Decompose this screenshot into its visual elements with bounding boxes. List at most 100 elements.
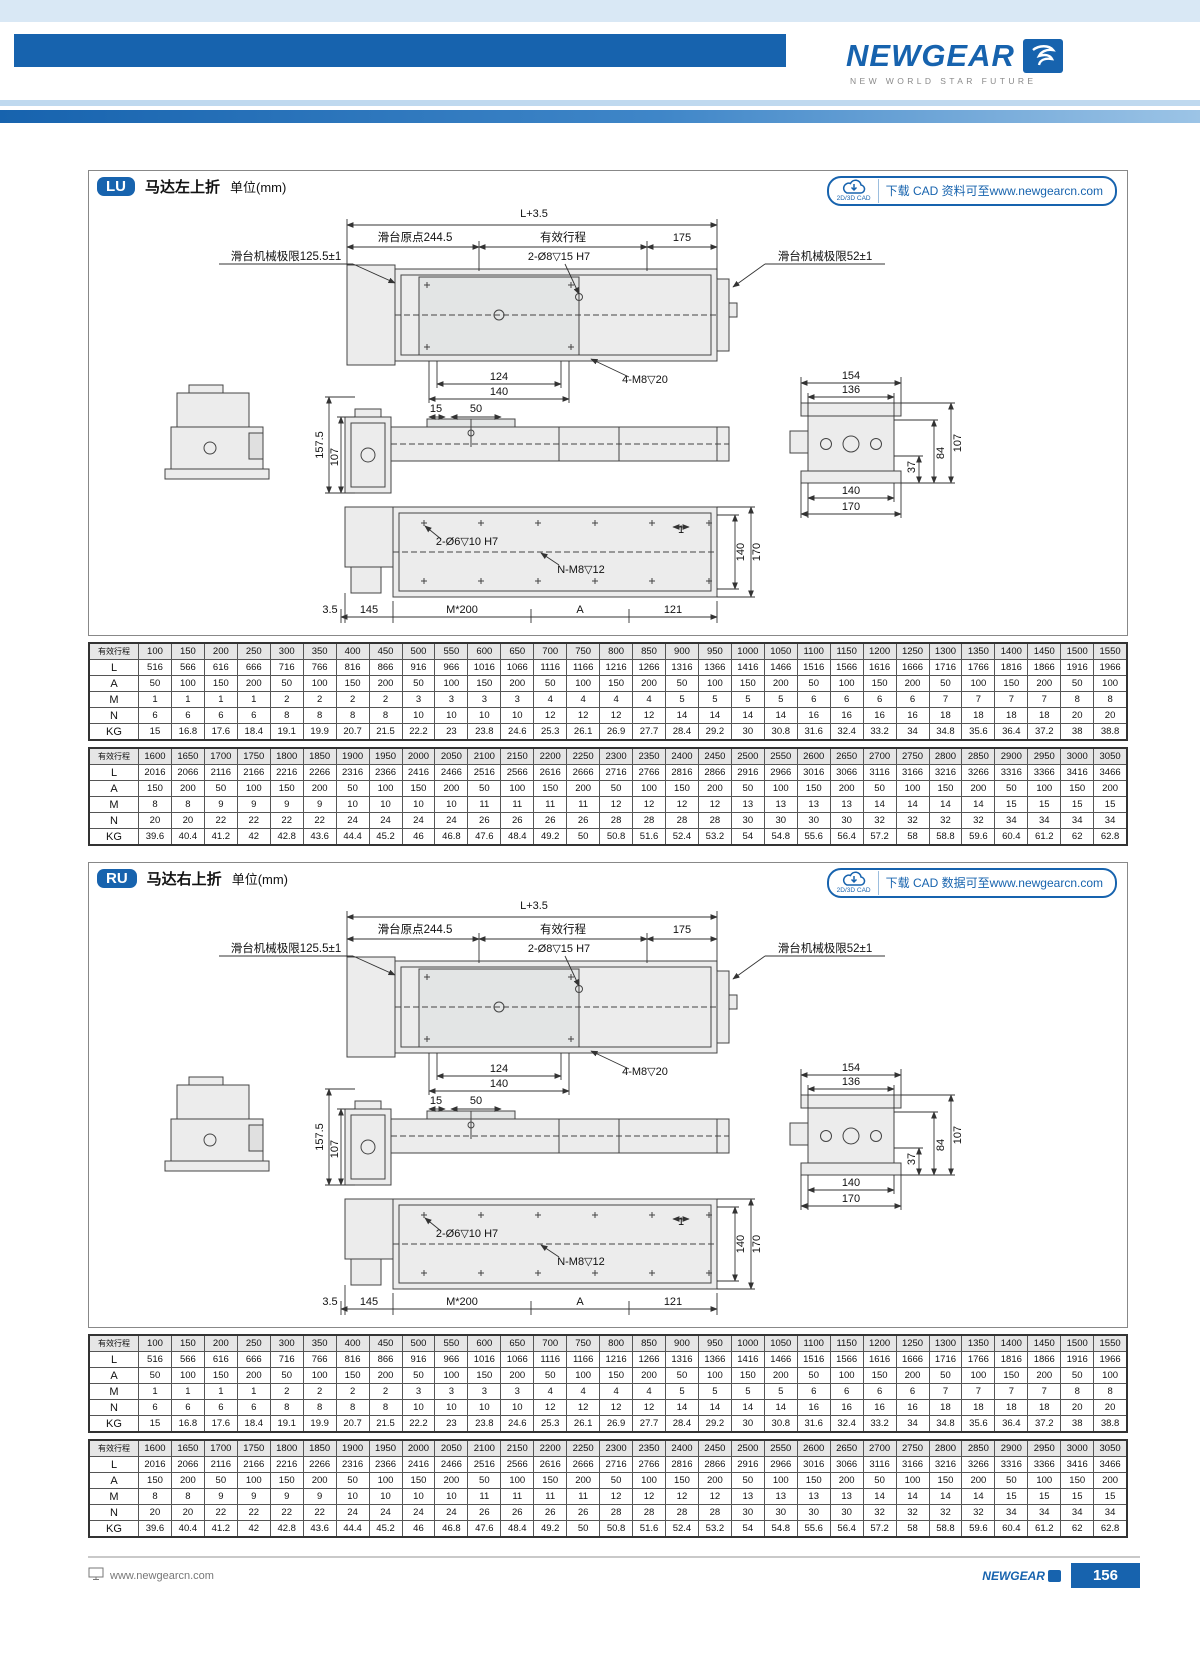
spec-cell: 2816 (665, 1456, 699, 1473)
spec-cell: 32 (895, 1504, 930, 1521)
spec-cell: 916 (401, 1351, 436, 1368)
spec-cell: 1000 (730, 642, 765, 660)
spec-cell: 14 (665, 707, 699, 724)
dim-170-right: 170 (842, 1193, 860, 1205)
spec-cell: 7 (994, 691, 1029, 708)
spec-cell: 1 (170, 1383, 205, 1400)
page-top-band (0, 0, 1200, 22)
spec-cell: 28 (697, 812, 732, 829)
spec-cell: 3366 (1027, 1456, 1062, 1473)
spec-cell: 9 (302, 796, 337, 813)
dim-140-top: 140 (490, 1078, 508, 1090)
spec-cell: 12 (566, 707, 601, 724)
spec-cell: 2116 (203, 764, 238, 781)
spec-cell: 1366 (697, 1351, 732, 1368)
spec-cell: 300 (269, 1334, 304, 1352)
dim-stroke: 有效行程 (540, 230, 586, 244)
spec-cell: 100 (829, 675, 864, 692)
spec-cell: 3 (467, 1383, 502, 1400)
spec-cell: 62.8 (1093, 828, 1128, 846)
spec-cell: 2866 (697, 1456, 732, 1473)
spec-cell: 9 (203, 1488, 238, 1505)
spec-cell: 50 (665, 1367, 699, 1384)
spec-cell: 150 (599, 675, 634, 692)
spec-cell: 200 (895, 1367, 930, 1384)
spec-cell: 18 (961, 707, 996, 724)
dim-origin: 滑台原点244.5 (378, 922, 453, 936)
spec-cell: 1 (170, 691, 205, 708)
spec-cell: 15 (1093, 796, 1128, 813)
dim-4m8-holes: 4-M8▽20 (622, 1066, 668, 1078)
spec-cell: 800 (599, 642, 634, 660)
spec-cell: 250 (236, 642, 271, 660)
spec-cell: 1616 (862, 659, 897, 676)
spec-cell: 200 (566, 780, 601, 797)
spec-cell: 1350 (961, 1334, 996, 1352)
spec-cell: 24 (368, 812, 403, 829)
spec-cell: 50 (599, 1472, 634, 1489)
spec-cell: 50 (335, 780, 370, 797)
spec-cell: 18 (994, 1399, 1029, 1416)
spec-cell: 1 (236, 1383, 271, 1400)
spec-cell: 32.4 (829, 1415, 864, 1433)
spec-cell: 2866 (697, 764, 732, 781)
spec-cell: 2066 (170, 1456, 205, 1473)
spec-cell: 650 (500, 1334, 535, 1352)
spec-cell: 50 (730, 1472, 765, 1489)
dim-84: 84 (935, 447, 947, 459)
spec-cell: 916 (401, 659, 436, 676)
spec-cell: 50 (665, 675, 699, 692)
spec-cell: 8 (170, 796, 205, 813)
spec-cell: 1400 (994, 642, 1029, 660)
spec-cell: 12 (566, 1399, 601, 1416)
spec-cell: 1966 (1093, 659, 1128, 676)
spec-cell: 10 (401, 1488, 436, 1505)
cad-download-button[interactable]: 2D/3D CAD 下载 CAD 数据可至www.newgearcn.com (826, 868, 1117, 898)
spec-cell: 24.6 (500, 723, 535, 741)
cad-icon-caption: 2D/3D CAD (836, 887, 871, 894)
spec-cell: 1916 (1060, 659, 1095, 676)
spec-cell: 1716 (928, 1351, 963, 1368)
spec-cell: 18 (1027, 1399, 1062, 1416)
spec-cell: 100 (895, 780, 930, 797)
row-label: A (88, 675, 139, 692)
spec-cell: 1666 (895, 659, 930, 676)
spec-cell: 15 (1060, 1488, 1095, 1505)
footer-url[interactable]: www.newgearcn.com (110, 1569, 214, 1582)
spec-cell: 50 (1060, 675, 1095, 692)
spec-cell: 20.7 (335, 1415, 370, 1433)
spec-cell: 2 (335, 691, 370, 708)
spec-cell: 16 (862, 707, 897, 724)
spec-cell: 48.4 (500, 1520, 535, 1538)
technical-drawing: L+3.5 滑台原点244.5 有效行程 175 滑台机械极限125.5±1 2… (164, 900, 964, 1315)
spec-cell: 1166 (566, 659, 601, 676)
spec-cell: 2800 (928, 1439, 963, 1457)
spec-cell: 20 (170, 1504, 205, 1521)
spec-cell: 2416 (401, 764, 436, 781)
spec-cell: 1300 (928, 642, 963, 660)
spec-cell: 26 (467, 812, 502, 829)
spec-cell: 61.2 (1027, 1520, 1062, 1538)
spec-cell: 58 (895, 1520, 930, 1538)
spec-cell: 35.6 (961, 723, 996, 741)
spec-cell: 200 (170, 1472, 205, 1489)
dim-15: 15 (430, 403, 442, 415)
spec-cell: 49.2 (533, 828, 568, 846)
spec-cell: 12 (599, 707, 634, 724)
dim-107-left: 107 (329, 448, 341, 466)
spec-cell: 3466 (1093, 764, 1128, 781)
dimension-lines (219, 219, 955, 623)
spec-cell: 100 (368, 780, 403, 797)
spec-cell: 3216 (928, 1456, 963, 1473)
spec-cell: 2066 (170, 764, 205, 781)
spec-cell: 1466 (763, 1351, 798, 1368)
spec-cell: 50 (862, 1472, 897, 1489)
spec-cell: 100 (829, 1367, 864, 1384)
dim-107-right: 107 (952, 1126, 964, 1144)
spec-cell: 1566 (829, 659, 864, 676)
cad-download-button[interactable]: 2D/3D CAD 下载 CAD 资料可至www.newgearcn.com (826, 176, 1117, 206)
spec-cell: 150 (401, 1472, 436, 1489)
spec-cell: 23 (434, 723, 469, 741)
spec-cell: 2 (368, 1383, 403, 1400)
